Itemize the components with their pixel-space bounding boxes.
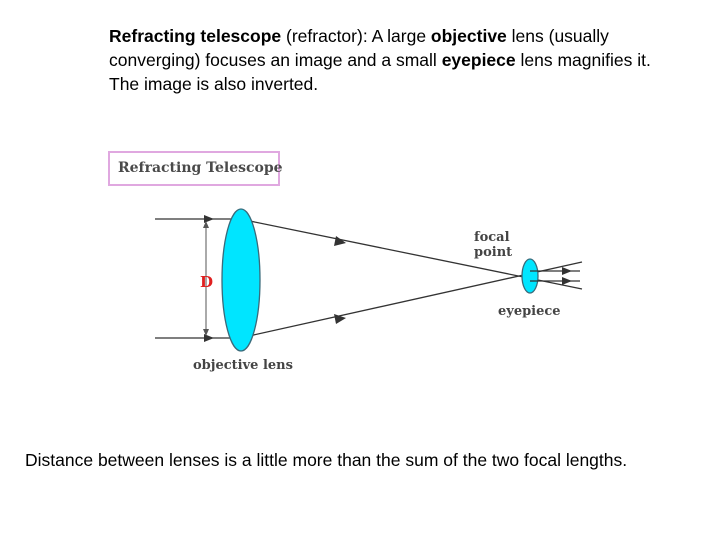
objective-lens xyxy=(221,208,261,352)
converging-arrow-bottom xyxy=(334,314,346,324)
intro-text-3: lens magnifies it. The image is also inv… xyxy=(109,50,651,94)
intro-text-2: lens (usually converging) focuses an ima… xyxy=(109,26,609,70)
outgoing-arrow-top xyxy=(562,267,572,275)
incoming-arrow-top xyxy=(204,215,214,223)
eyepiece-label: eyepiece xyxy=(498,304,561,319)
objective-lens-label: objective lens xyxy=(193,358,293,373)
intro-text-1: (refractor): A large xyxy=(281,26,431,46)
focal-point-label-line1: focal xyxy=(474,230,510,245)
diagram-title-box: Refracting Telescope xyxy=(108,151,283,186)
aperture-arrow-up xyxy=(203,221,209,228)
term-refracting-telescope: Refracting telescope xyxy=(109,26,282,46)
diagram-title: Refracting Telescope xyxy=(118,160,283,176)
aperture-label: D xyxy=(200,273,214,291)
term-objective: objective xyxy=(430,26,507,46)
footer-text: Distance between lenses is a little more… xyxy=(25,450,628,470)
converging-arrow-top xyxy=(334,236,346,246)
term-eyepiece: eyepiece xyxy=(441,50,516,70)
focal-point-label-line2: point xyxy=(474,245,513,260)
eyepiece-lens xyxy=(521,258,539,294)
intro-paragraph: Refracting telescope (refractor): A larg… xyxy=(109,24,669,96)
aperture-arrow-down xyxy=(203,329,209,336)
outgoing-arrow-bottom xyxy=(562,277,572,285)
focal-point-label: focal point xyxy=(474,230,512,260)
incoming-arrow-bottom xyxy=(204,334,214,342)
